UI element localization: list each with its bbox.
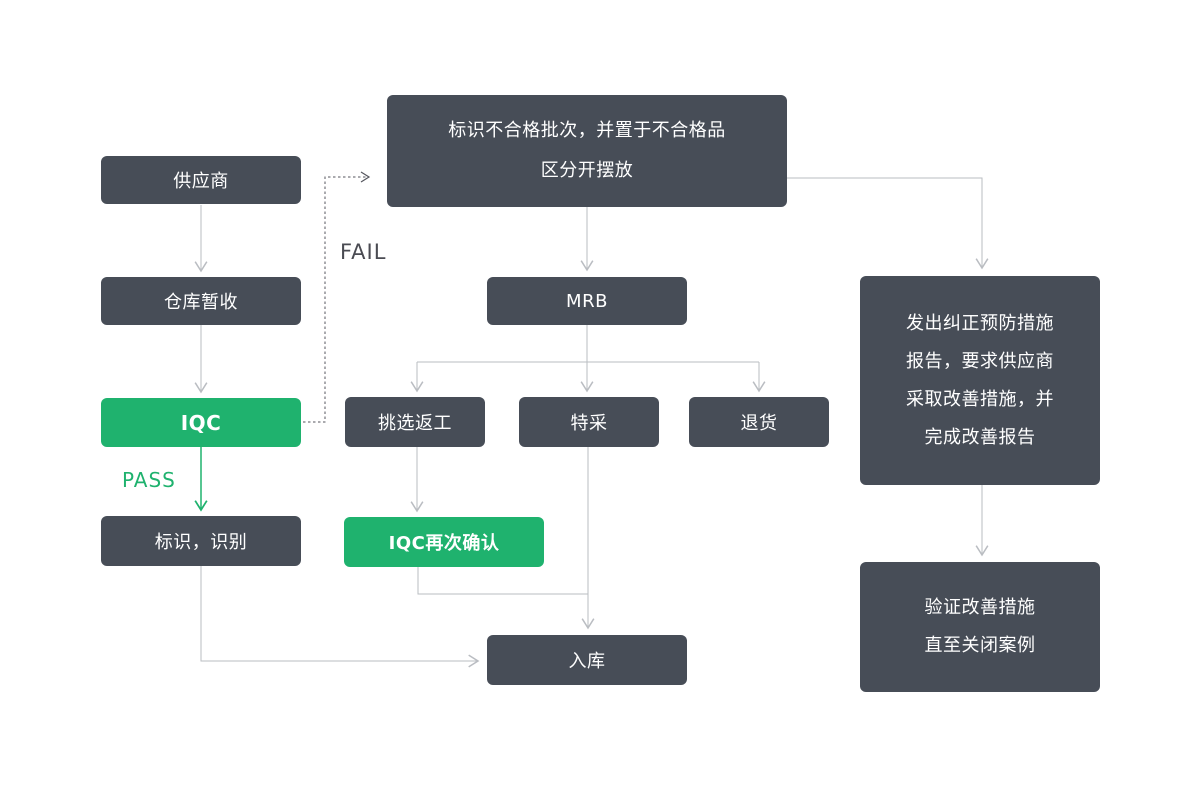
node-capa-report: 发出纠正预防措施 报告，要求供应商 采取改善措施，并 完成改善报告	[860, 276, 1100, 485]
node-warehouse-in: 入库	[487, 635, 687, 685]
node-capa-line1: 发出纠正预防措施	[906, 312, 1054, 334]
node-nonconforming: 标识不合格批次，并置于不合格品 区分开摆放	[387, 95, 787, 207]
node-warehouse-receive: 仓库暂收	[101, 277, 301, 325]
node-verify-close: 验证改善措施 直至关闭案例	[860, 562, 1100, 692]
node-sort-rework: 挑选返工	[345, 397, 485, 447]
node-verify-line1: 验证改善措施	[924, 597, 1036, 618]
connector-nonconforming-to-capa	[787, 177, 989, 270]
node-special-accept: 特采	[519, 397, 659, 447]
fail-path-label: FAIL	[340, 240, 387, 264]
node-iqc: IQC	[101, 398, 301, 447]
connector-mark-to-warehousein	[200, 566, 480, 668]
node-verify-line2: 直至关闭案例	[924, 635, 1036, 656]
pass-path-label: PASS	[122, 468, 176, 492]
node-mrb: MRB	[487, 277, 687, 325]
node-capa-line4: 完成改善报告	[924, 426, 1036, 448]
connector-iqc-fail-dashed	[303, 171, 371, 423]
node-mark-identify: 标识，识别	[101, 516, 301, 566]
node-nonconforming-line2: 区分开摆放	[540, 160, 634, 181]
node-return-goods: 退货	[689, 397, 829, 447]
node-supplier: 供应商	[101, 156, 301, 204]
node-capa-line2: 报告，要求供应商	[906, 350, 1054, 372]
node-nonconforming-line1: 标识不合格批次，并置于不合格品	[448, 120, 726, 141]
connector-mrb-branch-bar	[417, 325, 759, 363]
node-iqc-recheck: IQC再次确认	[344, 517, 544, 567]
node-capa-line3: 采取改善措施，并	[906, 388, 1054, 410]
connector-recheck-join	[417, 567, 588, 595]
